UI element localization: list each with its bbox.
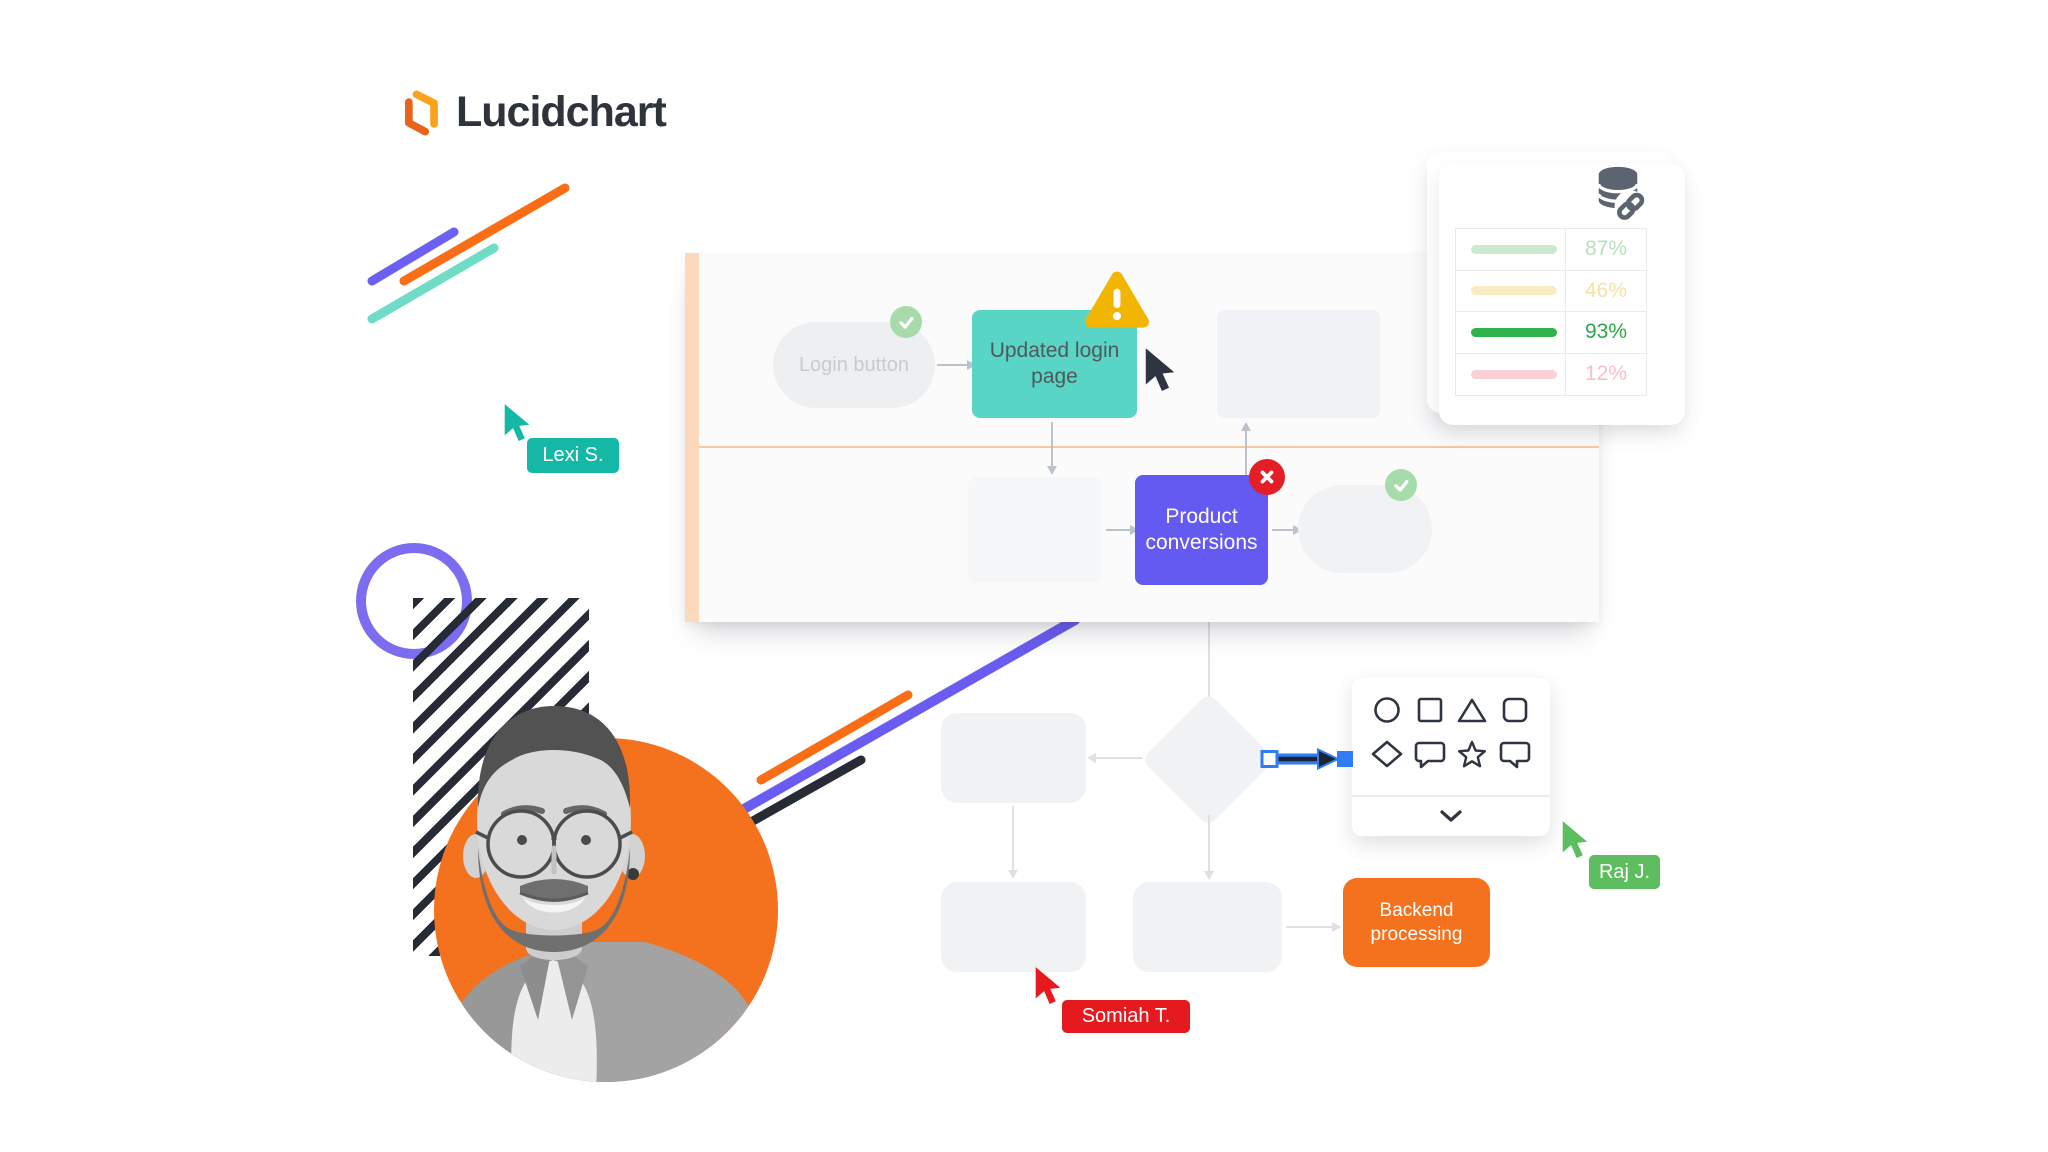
flow-node-placeholder-top[interactable] [1217, 310, 1380, 418]
collaborator-tag-raj: Raj J. [1589, 855, 1660, 889]
speech-bubble-shape-icon[interactable] [1498, 738, 1532, 770]
data-table: 87% 46% 93% 12% [1455, 228, 1647, 396]
progress-bar [1471, 286, 1557, 296]
collaborator-name: Raj J. [1598, 860, 1651, 883]
shape-palette [1352, 678, 1550, 836]
panel-peach-stripe [685, 253, 699, 622]
connector-arrow[interactable] [1204, 622, 1214, 707]
table-row: 12% [1456, 353, 1646, 395]
person-cutout [436, 706, 766, 1082]
chevron-down-icon [1440, 810, 1462, 822]
percent-value: 93% [1584, 320, 1628, 344]
connector-arrow[interactable] [937, 360, 976, 370]
orange-line-small [399, 183, 570, 286]
flow-node-placeholder[interactable] [941, 882, 1086, 972]
table-row: 87% [1456, 229, 1646, 271]
black-cursor-pointer [1145, 348, 1175, 391]
speech-bubble-shape-icon[interactable] [1413, 738, 1447, 770]
check-approved-icon [890, 306, 922, 338]
percent-value: 46% [1584, 278, 1628, 302]
connector-arrow[interactable] [1241, 422, 1251, 475]
warning-triangle-icon [1085, 271, 1149, 328]
connector-arrow[interactable] [1087, 753, 1142, 763]
rounded-square-shape-icon[interactable] [1498, 694, 1532, 726]
updated-node-label: Updated login page [989, 338, 1120, 388]
connector-arrow[interactable] [1272, 525, 1302, 535]
purple-line-small [367, 227, 459, 286]
flow-node-backend-processing[interactable]: Backend processing [1343, 878, 1490, 967]
percent-value: 87% [1584, 237, 1628, 261]
panel-swimlane-divider [699, 446, 1599, 448]
table-row: 46% [1456, 270, 1646, 312]
progress-bar [1471, 244, 1557, 254]
brand-name: Lucidchart [456, 88, 667, 136]
flow-node-placeholder-pill[interactable] [1298, 485, 1432, 573]
connector-arrow[interactable] [1106, 525, 1139, 535]
connector-start-handle[interactable] [1260, 750, 1279, 768]
glasses [475, 809, 633, 879]
black-line-mid [739, 755, 866, 831]
collaborator-name: Lexi S. [542, 444, 604, 466]
database-link-icon [1597, 166, 1647, 222]
x-rejected-icon [1249, 459, 1285, 495]
connector-arrow[interactable] [1008, 806, 1018, 879]
collaborator-tag-lexi: Lexi S. [527, 438, 619, 473]
flow-node-placeholder[interactable] [1133, 882, 1282, 972]
palette-expand-button[interactable] [1352, 796, 1550, 836]
backend-node-label: Backend processing [1370, 899, 1463, 945]
selected-connector[interactable] [1260, 744, 1356, 774]
conversions-node-label: Product conversions [1145, 504, 1258, 554]
circle-shape-icon[interactable] [1370, 694, 1404, 726]
flow-node-updated-login-page[interactable]: Updated login page [972, 310, 1137, 418]
lucidchart-cube-icon [405, 90, 438, 135]
collaborator-tag-somiah: Somiah T. [1062, 1000, 1190, 1033]
raj-cursor-pointer [1562, 821, 1588, 858]
flow-node-placeholder-bottom[interactable] [968, 477, 1102, 583]
flow-node-product-conversions[interactable]: Product conversions [1135, 475, 1268, 585]
progress-bar [1471, 327, 1557, 337]
connector-arrow[interactable] [1204, 815, 1214, 880]
portrait-photo [434, 706, 778, 1082]
connector-arrow[interactable] [1286, 922, 1341, 932]
progress-bar [1471, 369, 1557, 379]
percent-value: 12% [1584, 362, 1628, 386]
lexi-cursor-pointer [504, 404, 530, 441]
square-shape-icon[interactable] [1413, 694, 1447, 726]
connector-end-handle[interactable] [1337, 751, 1353, 767]
shape-grid [1366, 694, 1536, 770]
purple-line-long [732, 615, 1080, 818]
diamond-shape-icon[interactable] [1370, 738, 1404, 770]
star-shape-icon[interactable] [1455, 738, 1489, 770]
check-approved-icon [1385, 469, 1417, 501]
connector-arrow[interactable] [1047, 422, 1057, 475]
table-row: 93% [1456, 312, 1646, 354]
palette-divider [1352, 795, 1550, 797]
linked-data-panel: 87% 46% 93% 12% [1427, 152, 1685, 425]
somiah-cursor-pointer [1035, 967, 1061, 1004]
flow-node-placeholder[interactable] [941, 713, 1086, 803]
teal-line-small [367, 243, 499, 324]
brand-logo: Lucidchart [400, 88, 667, 137]
collaborator-name: Somiah T. [1081, 1005, 1171, 1027]
login-node-label: Login button [798, 353, 910, 376]
triangle-shape-icon[interactable] [1455, 694, 1489, 726]
orange-line-mid [756, 690, 913, 785]
